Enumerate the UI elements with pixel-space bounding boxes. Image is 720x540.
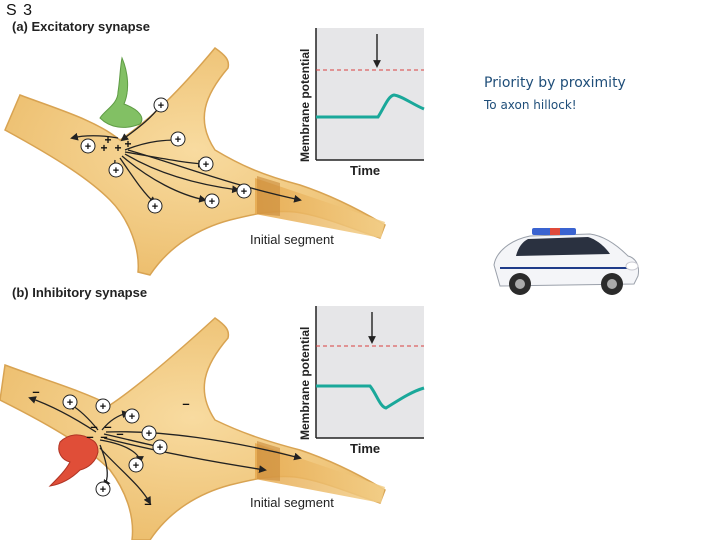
svg-text:+: + — [152, 201, 158, 213]
svg-text:+: + — [100, 484, 106, 496]
svg-text:+: + — [175, 134, 181, 146]
graph-b-x-label: Time — [350, 441, 381, 456]
svg-text:+: + — [157, 442, 163, 454]
svg-text:–: – — [90, 419, 97, 434]
graph-a-plot — [315, 28, 425, 161]
positive-charges-a: + + + + + + + + + + + + — [80, 97, 252, 214]
svg-text:–: – — [182, 396, 189, 411]
svg-text:+: + — [203, 159, 209, 171]
graph-a-x-label: Time — [350, 163, 381, 178]
note-priority: Priority by proximity — [484, 75, 626, 91]
svg-text:–: – — [104, 419, 111, 434]
svg-text:+: + — [146, 428, 152, 440]
svg-text:–: – — [32, 384, 39, 399]
initial-segment-a — [257, 176, 280, 216]
svg-text:+: + — [129, 411, 135, 423]
excitatory-terminal — [99, 56, 143, 128]
inhibitory-neuron: + + + + + + + – – – – – – – – — [0, 317, 386, 540]
graph-b-y-label: Membrane potential — [298, 326, 312, 440]
excitatory-neuron: + + + + + + + + + + + + — [4, 46, 386, 276]
svg-text:+: + — [114, 141, 121, 155]
ipsp-trace — [316, 384, 425, 410]
svg-text:–: – — [144, 496, 151, 511]
svg-text:+: + — [100, 141, 107, 155]
initial-segment-label-a: Initial segment — [250, 232, 334, 247]
svg-text:+: + — [113, 165, 119, 177]
svg-text:+: + — [124, 137, 131, 151]
neuron-body-b — [0, 317, 386, 540]
panel-a-title: (a) Excitatory synapse — [12, 19, 151, 34]
svg-text:+: + — [85, 141, 91, 153]
epsp-trace — [316, 93, 425, 119]
svg-text:–: – — [100, 429, 107, 444]
police-car-icon — [493, 228, 639, 295]
initial-segment-label-b: Initial segment — [250, 495, 334, 510]
svg-text:–: – — [116, 426, 123, 441]
initial-segment-b — [257, 441, 280, 481]
inhibitory-terminal — [48, 434, 99, 487]
svg-text:+: + — [67, 397, 73, 409]
graph-b-plot — [315, 306, 425, 439]
neuron-body-a — [4, 46, 386, 276]
slide-label: S 3 — [6, 2, 34, 19]
svg-text:+: + — [104, 133, 111, 147]
svg-text:+: + — [241, 186, 247, 198]
axon-hillock-a — [255, 178, 385, 238]
note-axon-hillock: To axon hillock! — [484, 98, 577, 112]
svg-text:+: + — [209, 196, 215, 208]
charges-b: + + + + + + + – – – – – – – – — [32, 384, 189, 511]
svg-text:+: + — [133, 460, 139, 472]
excitatory-current-arrows — [70, 105, 302, 205]
svg-text:+: + — [100, 401, 106, 413]
panel-b-title: (b) Inhibitory synapse — [12, 285, 148, 300]
graph-a-y-label: Membrane potential — [298, 48, 312, 162]
svg-text:–: – — [86, 429, 93, 444]
axon-hillock-b — [255, 443, 385, 503]
svg-text:+: + — [158, 100, 164, 112]
